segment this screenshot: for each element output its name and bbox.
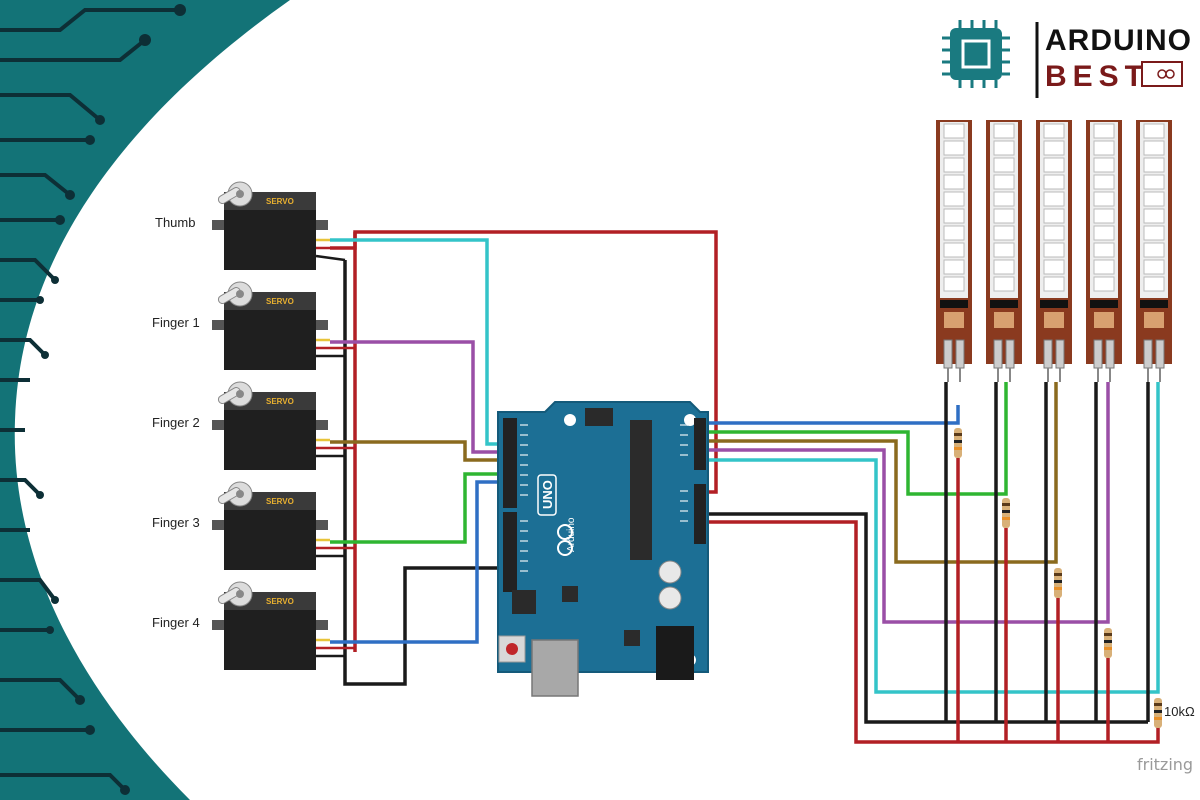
flex-sensor: [1036, 120, 1072, 382]
servo-tag: SERVO: [266, 297, 294, 306]
flex-sensor: [936, 120, 972, 382]
chip-icon: [942, 20, 1010, 88]
servo-motor: SERVO Finger 1: [152, 281, 328, 370]
left-teal-background: [0, 0, 290, 800]
servo-tag: SERVO: [266, 397, 294, 406]
flex-sensors: [936, 120, 1172, 382]
resistor: [954, 428, 962, 458]
resistor: [1002, 498, 1010, 528]
servo-motor: SERVO Finger 3: [152, 481, 328, 570]
finger4-signal-wire: [330, 480, 503, 644]
servo-label: Finger 2: [152, 415, 200, 430]
servo-label: Thumb: [155, 215, 195, 230]
resistor: [1104, 628, 1112, 658]
servo-motor: SERVO Finger 2: [152, 381, 328, 470]
finger3-signal-wire: [330, 472, 503, 544]
servo-power-top: [330, 230, 718, 494]
servo-label: Finger 3: [152, 515, 200, 530]
servo-motor: SERVO Thumb: [155, 181, 328, 270]
finger1-signal-wire: [330, 340, 503, 454]
servo-label: Finger 1: [152, 315, 200, 330]
logo-line1: ARDUINO: [1045, 24, 1192, 57]
flex-sensor: [986, 120, 1022, 382]
servo-tag: SERVO: [266, 597, 294, 606]
board-brand: Arduino: [566, 517, 577, 552]
finger2-signal-wire: [330, 440, 503, 462]
reset-button[interactable]: [498, 635, 526, 663]
logo-line2: BEST: [1045, 60, 1149, 93]
a4-wire: [705, 382, 1160, 694]
a0-wire: [705, 405, 960, 425]
flex-sensor: [1086, 120, 1122, 382]
a1-wire: [705, 382, 1008, 496]
arduino-infinity-icon: [557, 524, 573, 556]
a3-wire: [705, 382, 1110, 624]
resistors: 10kΩ: [954, 428, 1195, 728]
sensor-power-wire: [700, 520, 1160, 744]
servo-tag: SERVO: [266, 497, 294, 506]
fritzing-watermark: fritzing: [1137, 755, 1193, 774]
a2-wire: [705, 382, 1058, 564]
resistor-value-label: 10kΩ: [1164, 704, 1195, 719]
arduino-best-logo: ARDUINO BEST: [942, 20, 1192, 98]
board-mini-icon: [1141, 61, 1183, 87]
thumb-signal-wire: [330, 238, 503, 446]
power-jack: [656, 626, 694, 680]
usb-port: [531, 639, 579, 697]
arduino-uno-board: UNO Arduino: [497, 401, 709, 697]
resistor: [1154, 698, 1162, 728]
wires: [315, 230, 1160, 744]
flex-sensor: [1136, 120, 1172, 382]
resistor: [1054, 568, 1062, 598]
servo-motor: SERVO Finger 4: [152, 581, 328, 670]
board-name: UNO: [540, 480, 555, 509]
servo-label: Finger 4: [152, 615, 200, 630]
servo-tag: SERVO: [266, 197, 294, 206]
